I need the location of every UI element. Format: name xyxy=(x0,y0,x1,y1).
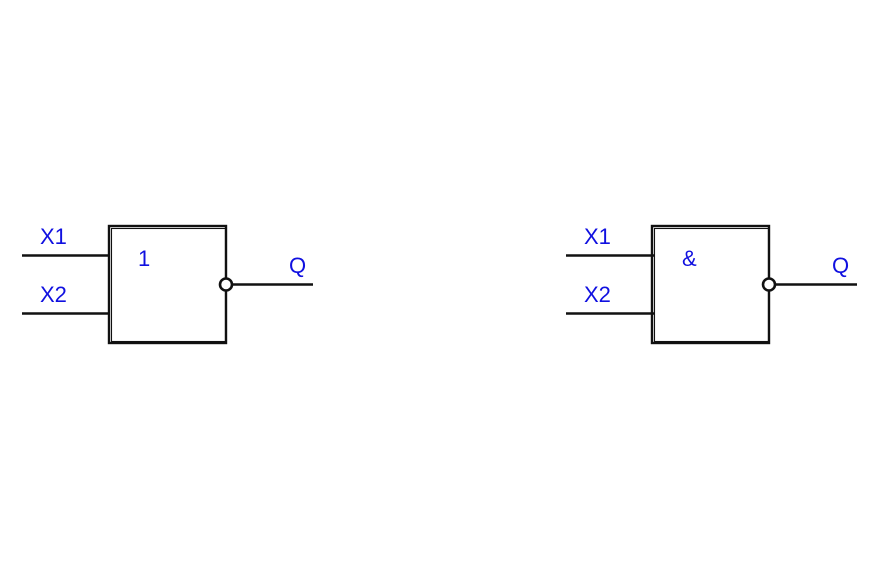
input-label-x1: X1 xyxy=(584,224,611,249)
gate-body xyxy=(107,224,228,345)
input-label-x2: X2 xyxy=(40,282,67,307)
gate-nor: X1 X2 1 Q xyxy=(22,224,313,345)
gate-body xyxy=(650,224,771,345)
output-label-q: Q xyxy=(832,253,849,278)
gate-nand: X1 X2 & Q xyxy=(566,224,857,345)
inversion-bubble-icon xyxy=(761,277,777,292)
input-label-x2: X2 xyxy=(584,282,611,307)
gate-body-outline xyxy=(653,227,770,343)
input-label-x1: X1 xyxy=(40,224,67,249)
inversion-bubble-icon xyxy=(218,277,234,292)
gate-symbol: 1 xyxy=(138,246,150,271)
output-label-q: Q xyxy=(289,253,306,278)
gate-body-outline xyxy=(110,227,227,343)
gate-symbol: & xyxy=(682,246,697,271)
